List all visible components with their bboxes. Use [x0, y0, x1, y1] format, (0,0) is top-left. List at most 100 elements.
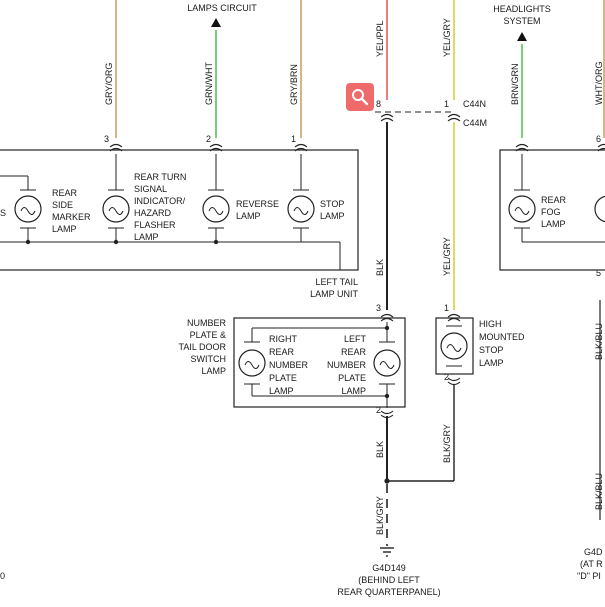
ground-location: (BEHIND LEFT: [358, 575, 420, 585]
svg-text:LAMP UNIT: LAMP UNIT: [310, 289, 358, 299]
cut-lamp-label: S: [0, 208, 6, 218]
wire-label: GRN/WHT: [204, 62, 214, 105]
number-plate-unit-box: [233, 317, 406, 408]
wire-label: YEL/PPL: [375, 20, 385, 57]
svg-text:LAMP: LAMP: [479, 358, 504, 368]
svg-text:FLASHER: FLASHER: [134, 220, 176, 230]
svg-text:INDICATOR/: INDICATOR/: [134, 196, 186, 206]
splice-dot: [213, 239, 219, 245]
svg-text:REAR: REAR: [269, 347, 295, 357]
svg-text:SIGNAL: SIGNAL: [134, 184, 167, 194]
wire-label: BLK/GRY: [442, 424, 452, 463]
lamp-bulb-icon: [287, 189, 315, 229]
turn-signal-lamp-label: REAR TURN SIGNAL INDICATOR/ HAZARD FLASH…: [134, 172, 186, 242]
lamps-circuit-label: LAMPS CIRCUIT: [187, 3, 257, 13]
high-mounted-stop-label: HIGH MOUNTED STOP LAMP: [479, 319, 525, 368]
pin-number: 1: [291, 134, 296, 144]
svg-text:NUMBER: NUMBER: [187, 318, 227, 328]
lamp-bulb-icon: [14, 189, 42, 229]
svg-text:LAMP: LAMP: [52, 224, 77, 234]
pin-number: 2: [444, 372, 449, 382]
svg-text:PLATE: PLATE: [269, 373, 297, 383]
lamp-bulb-icon: [102, 189, 130, 229]
lamp-bulb-icon: [594, 195, 605, 223]
svg-text:REAR TURN: REAR TURN: [134, 172, 186, 182]
side-marker-lamp-label: REAR SIDE MARKER LAMP: [52, 188, 91, 234]
svg-text:REAR: REAR: [541, 195, 567, 205]
svg-text:LEFT TAIL: LEFT TAIL: [315, 277, 358, 287]
svg-text:PLATE: PLATE: [338, 373, 366, 383]
wire-label: BLK/GRY: [375, 496, 385, 535]
svg-text:LAMP: LAMP: [236, 211, 261, 221]
wires: [115, 0, 605, 546]
svg-text:MOUNTED: MOUNTED: [479, 332, 525, 342]
svg-text:RIGHT: RIGHT: [269, 334, 298, 344]
svg-text:SIDE: SIDE: [52, 200, 73, 210]
lamp-bulb-icon: [202, 189, 230, 229]
svg-text:LAMP: LAMP: [320, 211, 345, 221]
wire-label: BLK/BLU: [594, 473, 604, 510]
svg-text:REAR: REAR: [52, 188, 78, 198]
pin-number: 5: [596, 268, 601, 278]
ground-icon: [380, 547, 394, 557]
lamp-bulb-icon: [440, 325, 468, 367]
pin-number: 3: [376, 303, 381, 313]
pin-number: 2: [376, 405, 381, 415]
wire-label: BLK/BLU: [594, 323, 604, 360]
arrow-up-icon: [517, 32, 527, 41]
wire-label: GRY/ORG: [104, 63, 114, 105]
lamp-bulb-icon: [373, 341, 401, 385]
left-tail-unit-label: LEFT TAIL LAMP UNIT: [310, 277, 358, 299]
pin-number: 1: [444, 99, 449, 109]
connector-label: C44N: [463, 99, 486, 109]
svg-text:STOP: STOP: [320, 199, 344, 209]
svg-text:LAMP: LAMP: [541, 219, 566, 229]
lamp-bulb-icon: [508, 189, 536, 229]
right-number-plate-lamp-label: RIGHT REAR NUMBER PLATE LAMP: [269, 334, 309, 396]
splice-dot: [25, 239, 31, 245]
svg-text:HIGH: HIGH: [479, 319, 502, 329]
splice-dot: [384, 325, 390, 331]
svg-text:STOP: STOP: [479, 345, 503, 355]
ground-label-cut: (AT R: [580, 559, 603, 569]
connector-label: C44M: [463, 118, 487, 128]
ground-label: G4D149: [372, 563, 406, 573]
svg-text:REAR: REAR: [341, 347, 367, 357]
left-number-plate-lamp-label: LEFT REAR NUMBER PLATE LAMP: [327, 334, 367, 396]
ground-label-cut: "D" PI: [577, 571, 601, 581]
svg-text:LEFT: LEFT: [344, 334, 367, 344]
ground-location: REAR QUARTERPANEL): [337, 587, 440, 597]
wire-label: BLK: [375, 259, 385, 276]
magnifier-icon: [352, 89, 369, 106]
svg-text:LAMP: LAMP: [269, 386, 294, 396]
pin-number: 1: [444, 303, 449, 313]
wire-label: GRY/BRN: [289, 64, 299, 105]
rear-fog-unit-box: [499, 149, 605, 271]
lamp-bulb-icon: [238, 341, 266, 385]
ground-label-cut: 0: [0, 571, 5, 581]
wire-label: BLK: [375, 441, 385, 458]
svg-text:NUMBER: NUMBER: [269, 360, 309, 370]
svg-text:LAMP: LAMP: [201, 366, 226, 376]
wire-label: YEL/GRY: [442, 18, 452, 57]
ground-label-cut: G4D: [584, 547, 603, 557]
arrow-up-icon: [211, 18, 221, 27]
svg-text:REVERSE: REVERSE: [236, 199, 279, 209]
wire-label: WHT/ORG: [594, 62, 604, 106]
reverse-lamp-label: REVERSE LAMP: [236, 199, 279, 221]
splice-dot: [384, 393, 390, 399]
svg-text:PLATE &: PLATE &: [190, 330, 226, 340]
wire-label: YEL/GRY: [442, 237, 452, 276]
headlights-label-2: SYSTEM: [503, 16, 540, 26]
svg-text:NUMBER: NUMBER: [327, 360, 367, 370]
zoom-button[interactable]: [346, 83, 374, 111]
svg-text:LAMP: LAMP: [134, 232, 159, 242]
svg-text:HAZARD: HAZARD: [134, 208, 172, 218]
svg-text:TAIL DOOR: TAIL DOOR: [178, 342, 226, 352]
splice-dot: [384, 478, 390, 484]
headlights-label-1: HEADLIGHTS: [493, 4, 551, 14]
wire-label: BRN/GRN: [510, 63, 520, 105]
rear-fog-lamp-label: REAR FOG LAMP: [541, 195, 567, 229]
pin-number: 8: [376, 99, 381, 109]
pin-number: 2: [206, 134, 211, 144]
